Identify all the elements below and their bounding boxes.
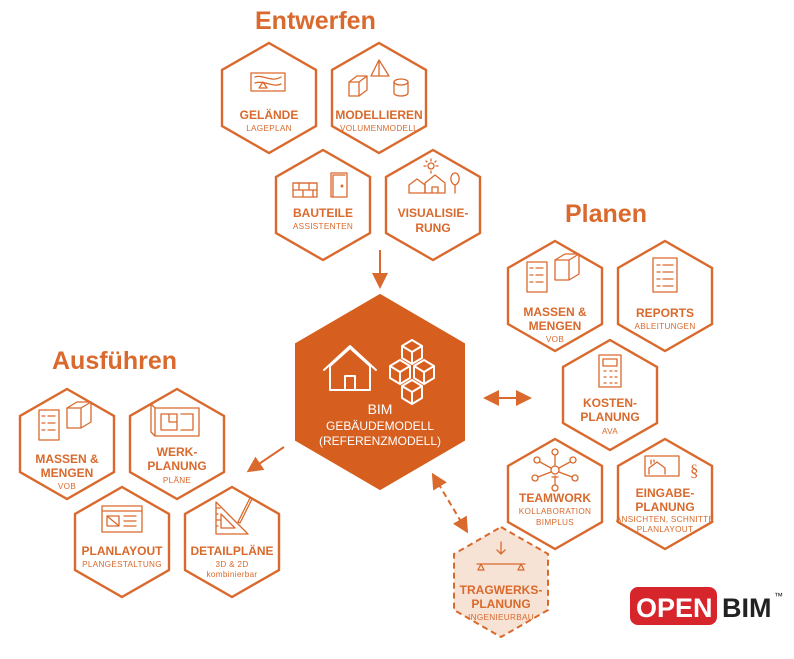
hex-subtitle-1: ANSICHTEN, SCHNITTE: [616, 515, 715, 524]
hex-visualisierung[interactable]: VISUALISIE- RUNG: [384, 148, 482, 262]
hex-massen-planen[interactable]: MASSEN & MENGEN VOB: [506, 239, 604, 353]
hex-subtitle: VOB: [58, 482, 76, 491]
openbim-logo-badge: [630, 587, 717, 625]
set-square-icon: [215, 497, 253, 535]
logo-bim: BIM: [722, 593, 772, 623]
hex-title-1: WERK-: [157, 445, 198, 459]
bim-line-2: (REFERENZMODELL): [319, 434, 441, 448]
hex-subtitle: INGENIEURBAU: [468, 613, 534, 622]
hex-reports[interactable]: REPORTS ABLEITUNGEN: [616, 239, 714, 353]
blueprint-icon: [150, 403, 200, 437]
hex-title-1: TRAGWERKS-: [460, 583, 543, 597]
beam-load-icon: [476, 541, 526, 571]
hex-kosten[interactable]: KOSTEN- PLANUNG AVA: [561, 338, 659, 452]
hex-subtitle: VOB: [546, 335, 564, 344]
hex-bim-center[interactable]: BIM GEBÄUDEMODELL (REFERENZMODELL): [295, 293, 465, 491]
arrow-bim-to-ausfuehren: [246, 446, 285, 473]
browser-layout-icon: [101, 505, 143, 533]
hex-subtitle-2: kombinierbar: [207, 570, 258, 579]
bim-line-1: GEBÄUDEMODELL: [326, 419, 434, 433]
hex-title-2: MENGEN: [529, 319, 582, 333]
houses-sun-icon: [408, 158, 460, 194]
hex-werkplanung[interactable]: WERK- PLANUNG PLÄNE: [128, 387, 226, 501]
bim-title: BIM: [368, 401, 393, 417]
hex-subtitle: ASSISTENTEN: [293, 222, 353, 231]
hex-title-2: PLANUNG: [147, 459, 206, 473]
house-paragraph-icon: [644, 455, 680, 477]
site-plan-icon: [250, 72, 286, 92]
report-list-icon: [652, 257, 678, 293]
hex-subtitle: LAGEPLAN: [246, 124, 292, 133]
hex-subtitle: VOLUMENMODELL: [340, 124, 418, 133]
section-ausfuehren: Ausführen: [52, 347, 177, 375]
hex-subtitle: ABLEITUNGEN: [634, 322, 695, 331]
hex-eingabe[interactable]: § EINGABE- PLANUNG ANSICHTEN, SCHNITTE P…: [616, 437, 715, 551]
hex-subtitle: AVA: [602, 427, 618, 436]
section-entwerfen: Entwerfen: [255, 7, 376, 35]
hex-planlayout[interactable]: PLANLAYOUT PLANGESTALTUNG: [73, 485, 171, 599]
hex-title: MODELLIEREN: [335, 108, 422, 122]
list-cube-icon: [38, 401, 92, 441]
hex-subtitle-1: 3D & 2D: [215, 560, 248, 569]
arrow-bim-tragwerk: [431, 472, 469, 534]
volume-shapes-icon: [348, 59, 409, 97]
hex-title: BAUTEILE: [293, 206, 353, 220]
hex-gelaende[interactable]: GELÄNDE LAGEPLAN: [220, 41, 318, 155]
hex-title-1: KOSTEN-: [583, 396, 637, 410]
hex-tragwerk[interactable]: TRAGWERKS- PLANUNG INGENIEURBAU: [453, 525, 549, 639]
logo-tm: ™: [774, 591, 783, 601]
hex-teamwork[interactable]: TEAMWORK KOLLABORATION BIMPLUS: [506, 437, 604, 551]
hex-detailplaene[interactable]: DETAILPLÄNE 3D & 2D kombinierbar: [183, 485, 281, 599]
openbim-logo: OPEN BIM ™: [630, 587, 783, 625]
hex-bauteile[interactable]: BAUTEILE ASSISTENTEN: [274, 148, 372, 262]
hex-title-2: PLANUNG: [635, 500, 694, 514]
hex-title-1: MASSEN &: [35, 452, 99, 466]
list-cube-icon: [526, 253, 580, 293]
hex-title-1: VISUALISIE-: [398, 206, 469, 220]
hex-title-2: PLANUNG: [471, 597, 530, 611]
hex-title-2: PLANUNG: [580, 410, 639, 424]
hex-title-1: EINGABE-: [636, 486, 695, 500]
hex-title: REPORTS: [636, 306, 694, 320]
hex-title: TEAMWORK: [519, 491, 591, 505]
cubes-icon: [389, 339, 435, 405]
network-people-icon: [531, 448, 579, 492]
hex-title: DETAILPLÄNE: [190, 543, 273, 558]
hex-title-1: MASSEN &: [523, 305, 587, 319]
logo-open: OPEN: [636, 593, 713, 623]
section-planen: Planen: [565, 200, 647, 228]
hex-title: PLANLAYOUT: [82, 544, 164, 558]
calculator-icon: [598, 354, 622, 388]
hex-title-2: RUNG: [415, 221, 450, 235]
hex-modellieren[interactable]: MODELLIEREN VOLUMENMODELL: [330, 41, 428, 155]
house-icon: [323, 345, 377, 391]
hex-subtitle-1: KOLLABORATION: [519, 507, 591, 516]
wall-door-icon: [292, 172, 348, 198]
hex-massen-ausfuehren[interactable]: MASSEN & MENGEN VOB: [18, 387, 116, 501]
paragraph-icon: §: [690, 461, 699, 480]
hex-title-2: MENGEN: [41, 466, 94, 480]
hex-subtitle: PLÄNE: [163, 475, 192, 485]
hex-subtitle-2: PLANLAYOUT: [637, 525, 694, 534]
hex-subtitle-2: BIMPLUS: [536, 518, 574, 527]
hex-title: GELÄNDE: [240, 107, 299, 122]
hex-subtitle: PLANGESTALTUNG: [82, 560, 162, 569]
